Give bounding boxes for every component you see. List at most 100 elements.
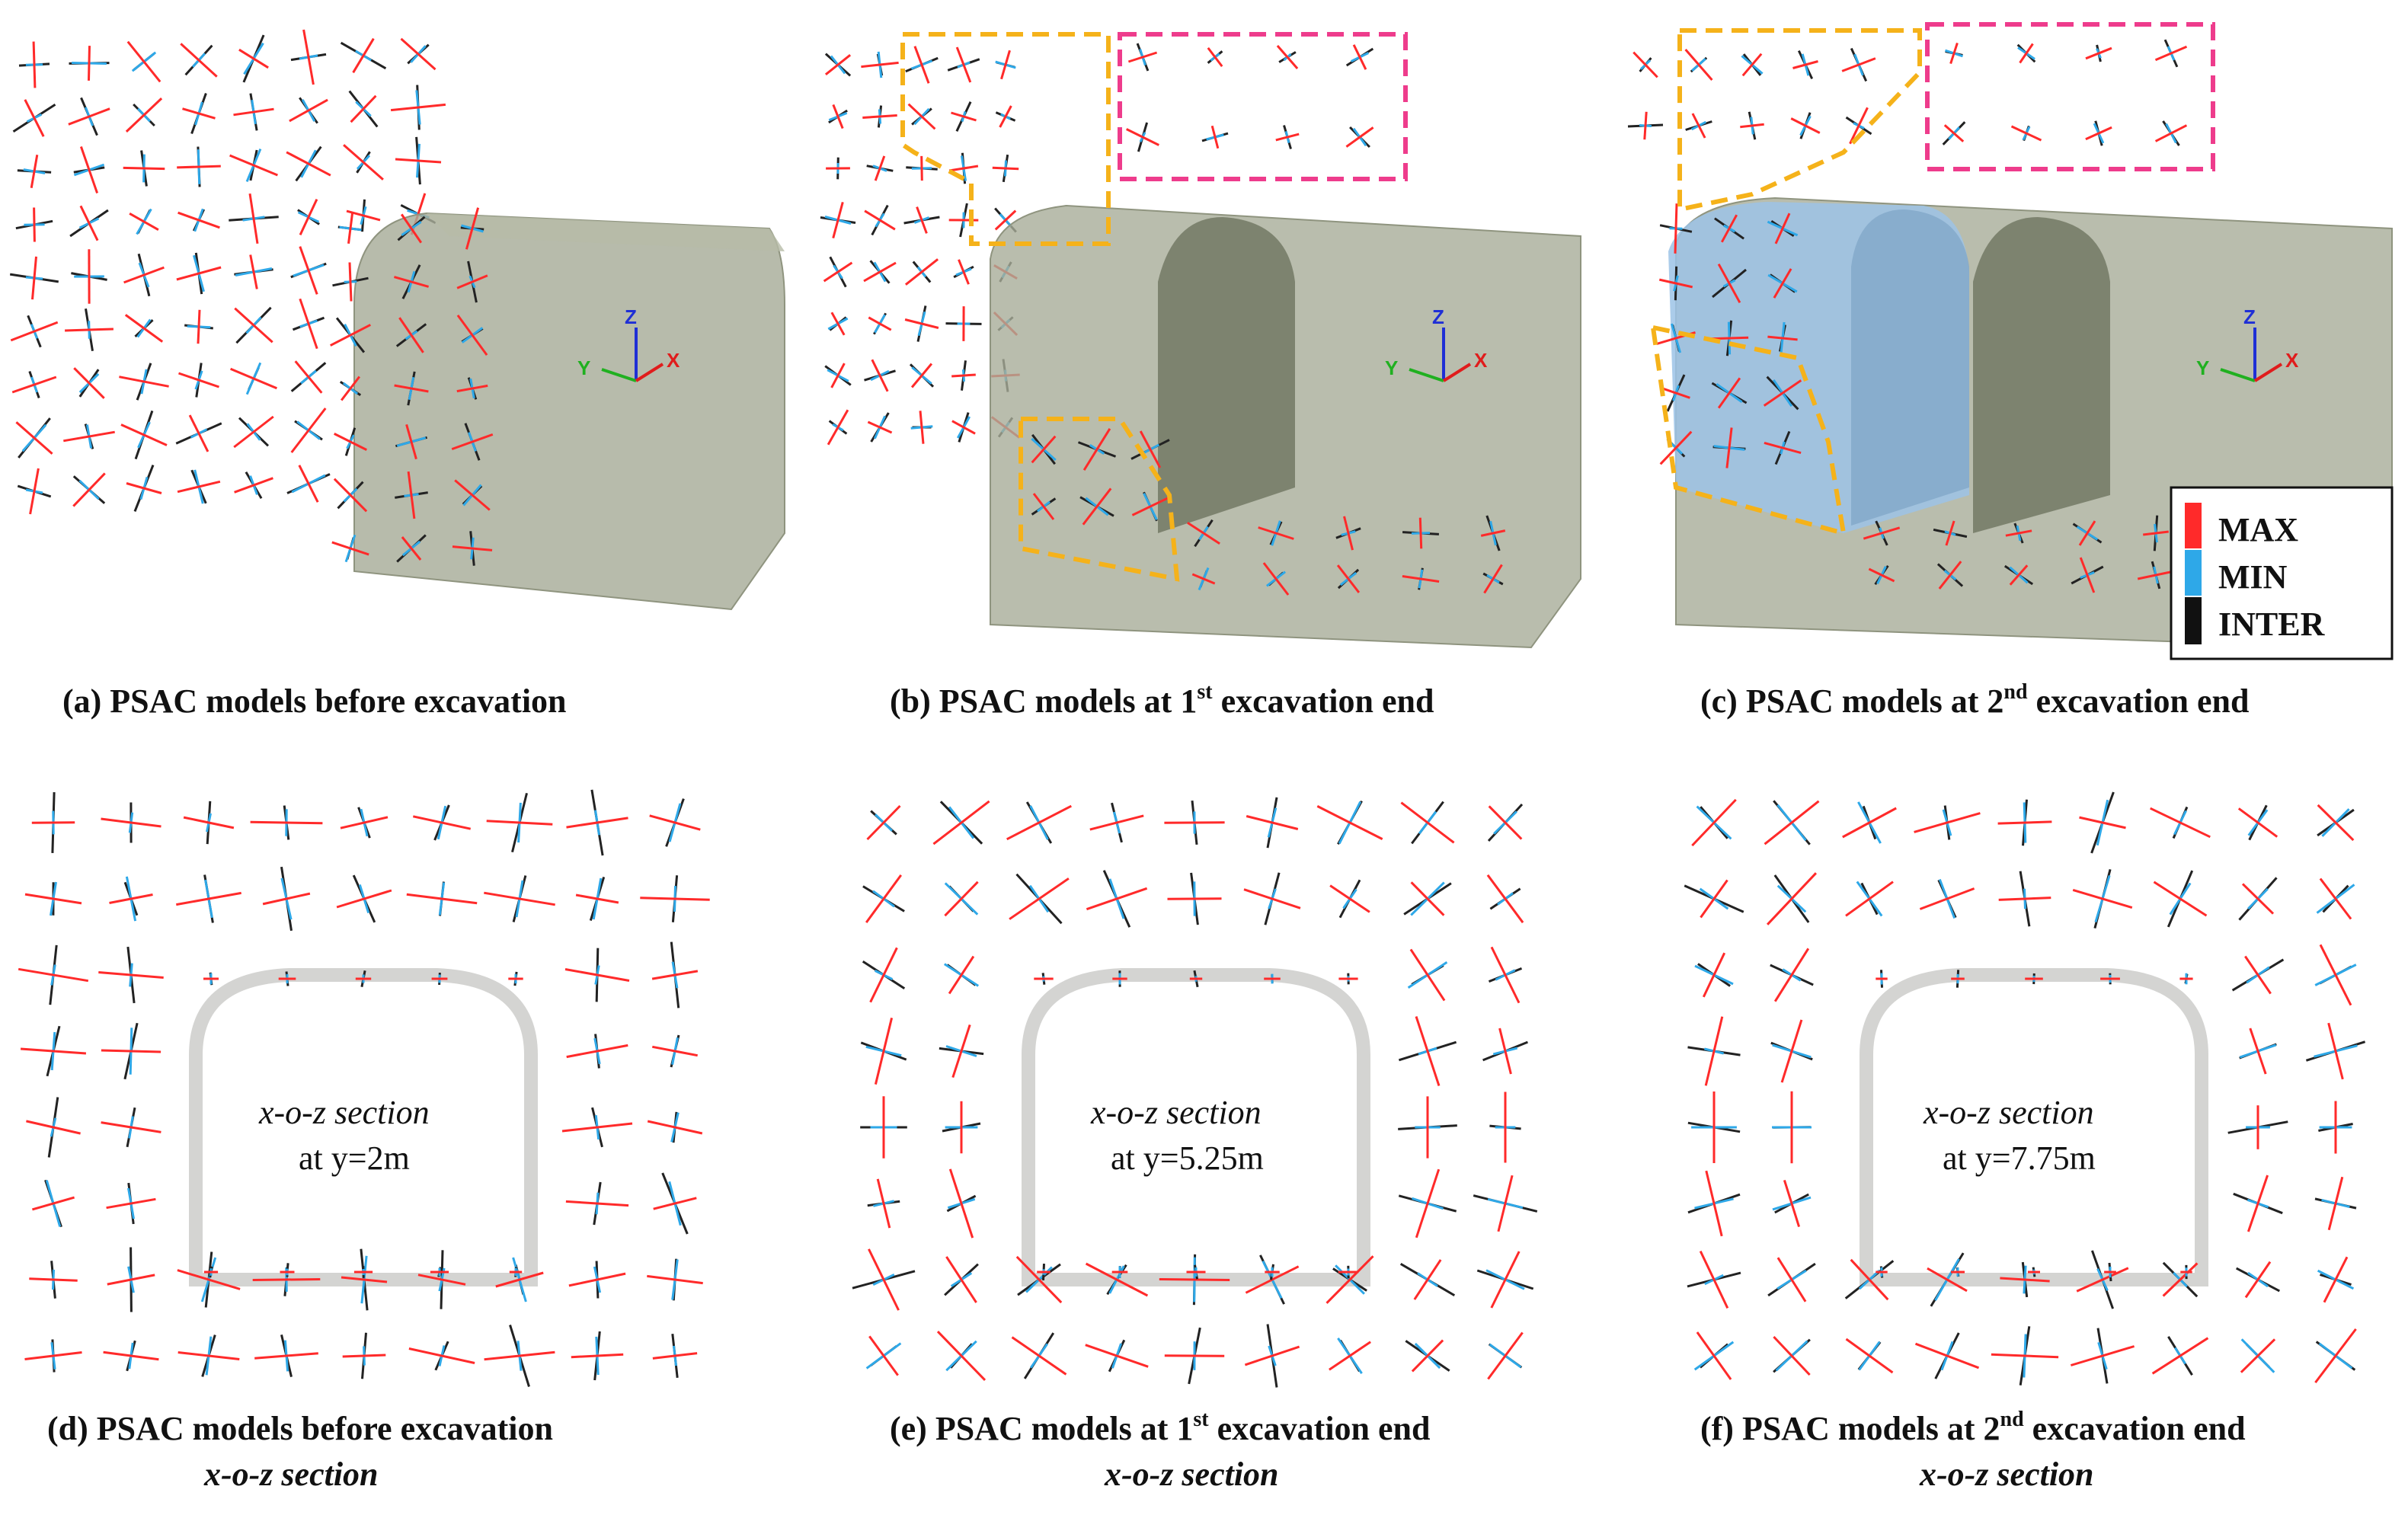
stress-axis-line: [867, 420, 893, 434]
stress-axis-line: [1413, 1259, 1442, 1300]
stress-axis-line: [2010, 125, 2042, 142]
stress-axis-line: [400, 213, 423, 244]
stress-axis-line: [944, 881, 979, 917]
legend-swatch-max: [2185, 503, 2202, 548]
stress-axis-line: [1997, 820, 2052, 825]
stress-axis-line: [827, 409, 849, 446]
stress-axis-line: [1486, 874, 1524, 924]
stress-axis-line: [120, 423, 168, 446]
stress-axis-line: [1740, 123, 1764, 129]
stress-axis-line: [948, 165, 979, 172]
stress-axis-line: [98, 971, 164, 979]
stress-axis-line: [103, 1350, 159, 1361]
caption-b: (b) PSAC models at 1st excavation end: [890, 680, 1434, 720]
stress-axis-line: [125, 97, 163, 133]
panel-c-glyphs: [1627, 39, 2188, 146]
stress-axis-line: [1139, 430, 1162, 468]
stress-axis-line: [1015, 1255, 1063, 1304]
stress-axis-line: [2237, 807, 2278, 838]
stress-axis-line: [1276, 45, 1299, 69]
stress-axis-line: [1659, 430, 1693, 465]
stress-axis-line: [1210, 125, 1220, 149]
stress-axis-line: [126, 482, 162, 494]
stress-axis-line: [832, 104, 844, 129]
stress-axis-line: [407, 471, 416, 519]
stress-axis-line: [400, 37, 437, 71]
stress-axis-line: [1767, 335, 1798, 341]
stress-axis-line: [26, 1120, 81, 1135]
stress-axis-line: [1998, 897, 2051, 901]
stress-axis-line: [992, 166, 1019, 171]
stress-axis-line: [294, 360, 323, 394]
stress-axis-line: [2085, 46, 2112, 60]
stress-axis-line: [869, 947, 898, 1003]
legend-label-min: MIN: [2218, 558, 2288, 596]
stress-axis-line: [20, 1047, 87, 1055]
legend-label-max: MAX: [2218, 511, 2298, 548]
stress-axis-line: [1415, 1168, 1441, 1239]
stress-axis-line: [1842, 807, 1897, 839]
axis-triad-c: Z Y X: [2196, 305, 2299, 382]
section-label-e: x-o-z section: [1090, 1094, 1262, 1131]
stress-axis-line: [1032, 493, 1055, 520]
stress-axis-line: [249, 254, 258, 289]
tunnel-model-c: [1668, 197, 2393, 649]
stress-axis-line: [124, 314, 164, 343]
stress-axis-line: [1246, 815, 1299, 830]
highlight-box-yellow-bottom: [1019, 417, 1180, 582]
stress-axis-line: [1258, 526, 1294, 540]
stress-axis-line: [347, 213, 353, 244]
stress-axis-line: [484, 891, 555, 906]
stress-axis-line: [1674, 203, 1678, 254]
stress-axis-line: [33, 207, 36, 242]
stress-axis-line: [109, 893, 153, 904]
panel-a-front-glyphs: [330, 207, 494, 566]
stress-axis-line: [868, 1248, 900, 1311]
stress-axis-line: [1326, 1255, 1374, 1304]
stress-axis-line: [412, 815, 472, 830]
stress-axis-line: [932, 800, 990, 845]
stress-axis-line: [1345, 126, 1374, 148]
stress-axis-line: [1774, 213, 1791, 245]
stress-axis-line: [2244, 955, 2272, 995]
legend: MAX MIN INTER: [2170, 486, 2394, 660]
stress-axis-line: [330, 324, 371, 347]
stress-axis-line: [18, 967, 89, 983]
stress-axis-line: [1699, 1250, 1729, 1309]
stress-axis-line: [2240, 1338, 2276, 1373]
stress-axis-line: [2323, 1256, 2349, 1303]
stress-axis-line: [1082, 428, 1111, 471]
stress-axis-line: [1633, 51, 1658, 78]
stress-axis-line: [106, 1197, 156, 1210]
section-position-e: at y=5.25m: [1111, 1139, 1264, 1177]
highlight-box-yellow-top: [1677, 28, 1922, 213]
stress-axis-line: [390, 103, 446, 112]
caption-e: (e) PSAC models at 1st excavation end: [890, 1408, 1431, 1447]
stress-axis-line: [394, 384, 429, 393]
stress-axis-line: [342, 1354, 386, 1358]
stress-axis-line: [1790, 117, 1821, 134]
stress-axis-line: [2247, 1175, 2269, 1232]
stress-axis-line: [1767, 872, 1817, 925]
stress-axis-line: [352, 37, 375, 74]
stress-axis-line: [334, 433, 367, 451]
stress-axis-line: [15, 421, 53, 455]
panel-f-glyphs: [1684, 791, 2366, 1386]
stress-axis-line: [2019, 43, 2034, 64]
stress-axis-line: [1336, 564, 1361, 593]
stress-axis-line: [233, 415, 274, 449]
stress-axis-line: [31, 1196, 75, 1211]
stress-axis-line: [230, 367, 277, 390]
stress-axis-line: [2150, 807, 2211, 839]
stress-axis-line: [1488, 805, 1523, 840]
stress-axis-line: [465, 207, 480, 250]
stress-axis-line: [248, 193, 259, 245]
stress-axis-line: [2078, 520, 2096, 546]
stress-axis-line: [830, 312, 846, 336]
stress-axis-line: [1914, 812, 1981, 833]
stress-axis-line: [1082, 487, 1112, 526]
stress-axis-line: [1943, 124, 1965, 142]
stress-axis-line: [1000, 50, 1011, 80]
stress-axis-line: [904, 318, 939, 329]
x-axis-label: X: [1474, 349, 1488, 372]
